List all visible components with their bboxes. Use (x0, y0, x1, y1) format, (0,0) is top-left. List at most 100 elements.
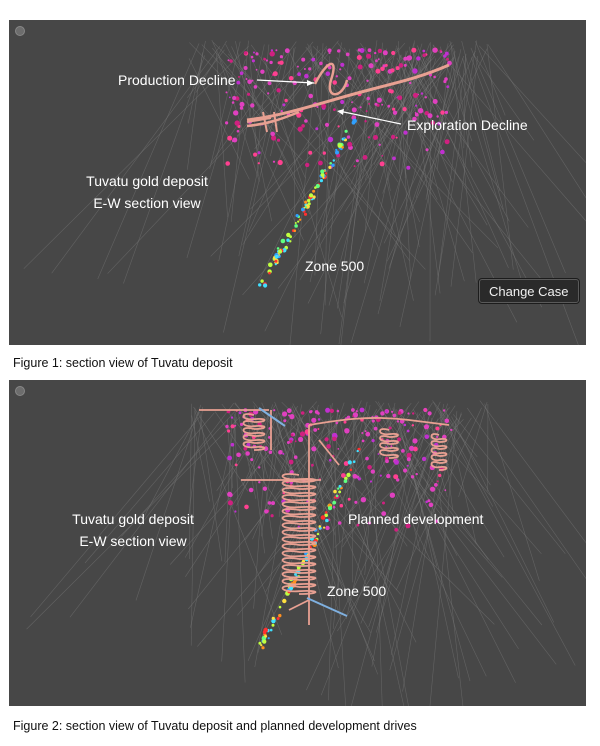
drillhole-trace (378, 57, 518, 323)
ore-intercept (397, 95, 403, 101)
ore-intercept (227, 500, 233, 506)
ore-intercept (370, 469, 375, 474)
label-deposit-title: Tuvatu gold deposit (86, 173, 208, 189)
drillhole-trace (216, 52, 228, 218)
figure1-viewport[interactable]: Production Decline Exploration Decline T… (9, 20, 586, 345)
ore-intercept (245, 78, 248, 80)
ore-intercept (227, 455, 233, 461)
ore-intercept (234, 424, 237, 427)
drillhole-trace (351, 403, 409, 706)
ore-intercept (236, 129, 240, 133)
zone-500-intercept (276, 247, 280, 250)
drillhole-trace (256, 44, 270, 159)
ore-intercept (437, 121, 441, 126)
ore-intercept (253, 152, 258, 157)
ore-intercept (357, 48, 361, 52)
zone-500-intercept (316, 532, 320, 536)
ore-intercept (225, 424, 229, 429)
ore-intercept (282, 411, 288, 417)
ore-intercept (355, 159, 359, 163)
ore-intercept (403, 130, 408, 135)
ore-intercept (272, 160, 276, 163)
ore-intercept (327, 65, 332, 70)
drillhole-trace (290, 406, 336, 536)
ore-intercept (368, 102, 371, 105)
ore-intercept (414, 112, 417, 114)
zone-500-intercept (263, 627, 268, 633)
zone-500-intercept (319, 179, 323, 183)
ore-intercept (289, 414, 295, 420)
zone-500-intercept (343, 137, 346, 140)
ore-intercept (270, 514, 274, 518)
ore-intercept (275, 49, 278, 52)
zone-500-intercept (263, 283, 268, 288)
ore-intercept (444, 418, 450, 424)
drillhole-trace (356, 408, 487, 677)
ore-intercept (378, 143, 381, 146)
zone-500-intercept (328, 165, 332, 169)
ore-intercept (433, 75, 436, 79)
drillhole-trace (169, 401, 318, 565)
production-decline-spiral (313, 62, 349, 96)
ore-intercept (301, 124, 305, 128)
ore-intercept (325, 71, 331, 76)
zone-500-intercept (274, 259, 278, 263)
ore-intercept (390, 134, 396, 140)
figure2-viewport[interactable]: Tuvatu gold deposit E-W section view Pla… (9, 380, 586, 706)
drillhole-traces (23, 39, 586, 345)
drillhole-trace (227, 53, 426, 270)
ore-intercept (430, 120, 435, 125)
ore-intercept (446, 57, 449, 61)
ore-intercept (379, 474, 382, 477)
ore-intercept (373, 426, 378, 431)
ore-intercept (368, 521, 372, 525)
ore-intercept (432, 99, 438, 104)
drillhole-trace (443, 409, 491, 486)
ore-intercept (271, 501, 275, 506)
drillhole-trace (197, 417, 392, 647)
ore-intercept (409, 81, 412, 85)
zone-500-intercept (352, 460, 356, 463)
ore-intercept (406, 429, 410, 433)
ore-intercept (225, 161, 230, 166)
drillhole-trace (261, 402, 375, 662)
drillhole-trace (344, 47, 420, 223)
drillhole-trace (187, 52, 203, 170)
ore-intercept (381, 511, 387, 516)
drillhole-trace (377, 43, 449, 315)
drillhole-trace (190, 417, 237, 628)
drillhole-trace (135, 404, 202, 601)
zone-500-intercept (271, 616, 275, 620)
drillhole-trace (361, 418, 503, 578)
production-decline-path (246, 63, 450, 122)
ore-intercept (354, 500, 358, 504)
drillhole-trace (199, 411, 223, 562)
drillhole-trace (201, 44, 279, 126)
zone-500-intercept (294, 222, 297, 224)
ore-intercept (444, 139, 450, 145)
ore-intercept (361, 439, 365, 443)
drillhole-trace (382, 48, 420, 248)
label-deposit-title: Tuvatu gold deposit (72, 511, 194, 527)
ore-intercept (374, 102, 378, 106)
ore-intercept (258, 466, 261, 469)
drillhole-trace (193, 406, 249, 492)
ore-intercept (366, 96, 370, 101)
ore-intercept (389, 492, 396, 498)
ore-intercept (304, 73, 309, 79)
ore-intercept (232, 137, 238, 143)
change-case-button[interactable]: Change Case (479, 279, 579, 303)
ore-intercept (382, 50, 388, 56)
ore-intercept (366, 53, 372, 59)
drillhole-trace (434, 40, 477, 296)
drillhole-trace (250, 47, 400, 210)
ore-intercept (391, 410, 394, 413)
zone-500-intercept (314, 186, 317, 189)
ore-intercept (428, 502, 434, 508)
drillhole-trace (399, 54, 529, 228)
ore-intercept (337, 50, 339, 53)
ore-intercept (322, 151, 326, 155)
ore-intercept (409, 445, 415, 451)
drillhole-trace (223, 52, 290, 333)
ore-intercept (321, 103, 327, 109)
